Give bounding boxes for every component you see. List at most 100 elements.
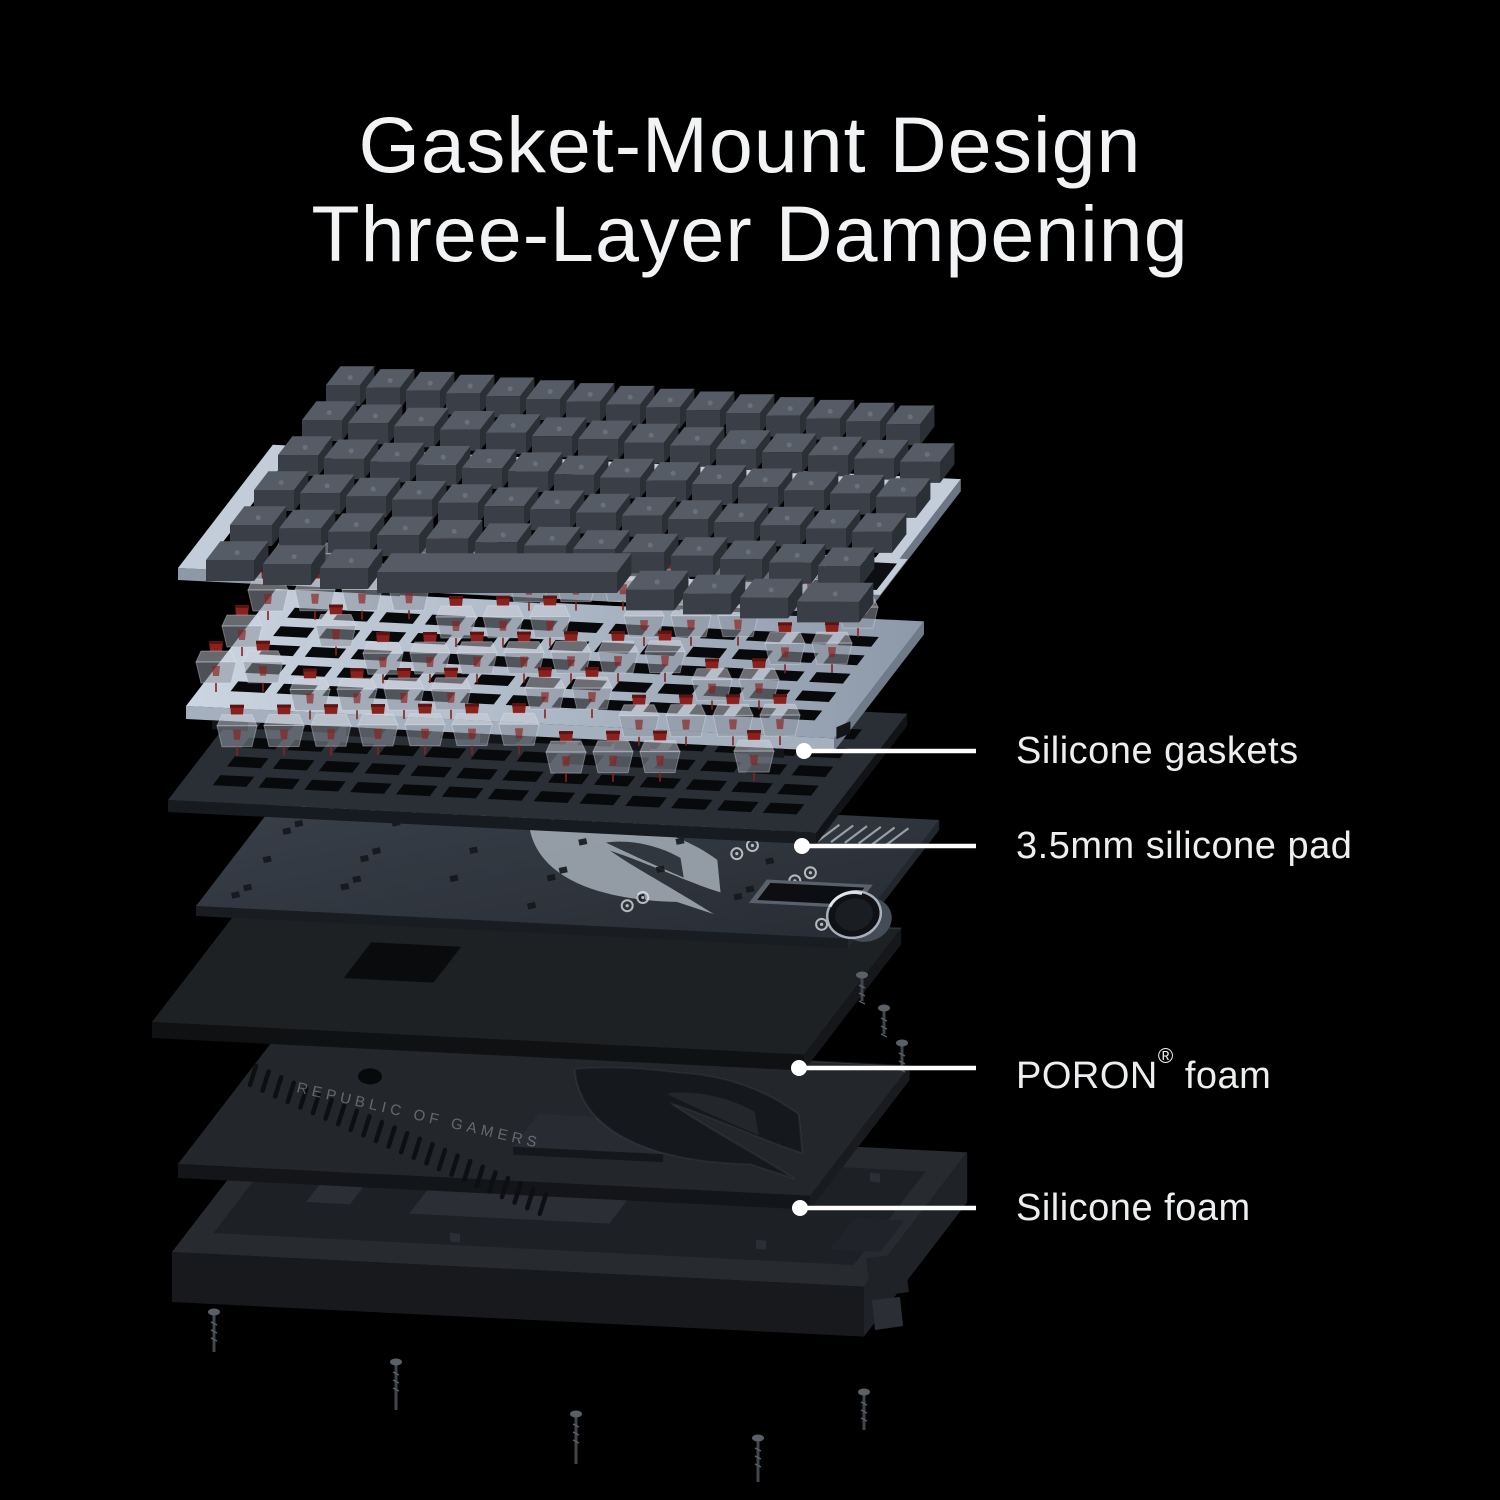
keycap-legend xyxy=(291,554,297,560)
callout-leader-lines xyxy=(791,743,976,1216)
keycap-legend xyxy=(427,380,433,386)
keycap xyxy=(320,549,383,589)
keycap-legend xyxy=(507,386,513,392)
mechanical-switch xyxy=(451,703,493,755)
mechanical-switch xyxy=(435,596,477,648)
keycap-legend xyxy=(808,480,814,486)
mechanical-switch xyxy=(524,667,566,719)
keycap-legend xyxy=(786,442,792,448)
keycap-legend xyxy=(587,391,593,397)
case-screw xyxy=(390,1358,402,1410)
keycap-legend xyxy=(832,591,838,597)
keycap xyxy=(692,465,747,505)
mechanical-switch xyxy=(618,694,660,746)
keycap xyxy=(646,388,695,429)
keycap xyxy=(279,509,336,550)
callout-label-silicone-gaskets: Silicone gaskets xyxy=(1016,730,1299,772)
keycap-legend xyxy=(745,549,751,555)
keycap xyxy=(576,493,631,534)
keycap-legend xyxy=(716,474,722,480)
keycap-legend xyxy=(646,505,652,511)
keycap xyxy=(808,436,863,477)
keycap-legend xyxy=(787,405,793,411)
mechanical-switch xyxy=(195,641,237,692)
keycap xyxy=(377,553,632,593)
keycap-legend xyxy=(924,452,930,458)
mechanical-switch xyxy=(404,703,446,755)
keycap-legend xyxy=(740,439,746,445)
keycap xyxy=(263,545,326,585)
mechanical-switch xyxy=(759,694,801,746)
keycap xyxy=(784,471,839,512)
keycap xyxy=(830,474,885,515)
mechanical-switch xyxy=(263,704,305,756)
keycap xyxy=(254,471,309,511)
keycap xyxy=(852,513,907,553)
poron-cutout xyxy=(343,942,462,983)
keycap-legend xyxy=(348,558,354,564)
mechanical-switch xyxy=(597,631,639,683)
keycap-legend xyxy=(627,394,633,400)
keycap xyxy=(626,570,689,611)
keycap xyxy=(646,462,701,502)
keycap xyxy=(406,371,455,412)
keycap-legend xyxy=(532,461,538,467)
case-screw xyxy=(570,1410,582,1464)
keycap xyxy=(766,397,815,437)
leader-dot-silicone-gaskets xyxy=(796,743,812,759)
keycap-legend xyxy=(326,410,332,416)
keycap-legend xyxy=(464,419,470,425)
mechanical-switch xyxy=(315,604,357,656)
foam-rog-logo xyxy=(573,1066,804,1180)
keycap xyxy=(726,394,775,434)
case-screw xyxy=(752,1434,764,1482)
keycap xyxy=(769,544,826,584)
mechanical-switch xyxy=(362,632,404,684)
keycap xyxy=(446,374,495,415)
keycap-legend xyxy=(830,518,836,524)
keycap xyxy=(530,490,585,531)
mechanical-switch xyxy=(409,632,451,684)
keycap-legend xyxy=(304,518,310,524)
keycap-legend xyxy=(416,489,422,495)
pcb-rotary-knob xyxy=(825,890,892,942)
keycap-legend xyxy=(500,532,506,538)
keycap-legend xyxy=(832,445,838,451)
mechanical-switch xyxy=(503,631,545,683)
keycap-legend xyxy=(602,429,608,435)
layer-keycaps xyxy=(206,366,955,623)
layer-silicone-foam xyxy=(178,1033,910,1217)
keycap xyxy=(328,513,385,553)
mechanical-switch xyxy=(336,668,378,720)
keycap-legend xyxy=(694,435,700,441)
keycap-legend xyxy=(747,403,753,409)
leader-dot-poron-foam xyxy=(791,1060,807,1076)
keycap-legend xyxy=(762,477,768,483)
keycap-legend xyxy=(348,448,354,454)
keycap xyxy=(818,547,875,588)
keycap-legend xyxy=(654,579,660,585)
keycap xyxy=(366,369,415,409)
keycap xyxy=(440,411,495,451)
foam-hole xyxy=(358,1068,382,1085)
silicone-gasket-tab xyxy=(836,721,851,740)
keycap-legend xyxy=(876,522,882,528)
keycap-legend xyxy=(600,502,606,508)
mechanical-switch xyxy=(357,704,399,756)
keycap xyxy=(486,377,535,418)
leader-dot-silicone-foam xyxy=(792,1200,808,1216)
mechanical-switch xyxy=(498,703,540,755)
keycap-legend xyxy=(667,397,673,403)
mechanical-switch xyxy=(639,730,681,782)
mechanical-switch xyxy=(242,640,284,692)
keycap-legend xyxy=(624,467,630,473)
keycap xyxy=(392,481,447,521)
keycap-legend xyxy=(578,464,584,470)
pcb-screw xyxy=(878,1004,890,1038)
keycap-legend xyxy=(508,496,514,502)
keycap xyxy=(668,500,723,540)
keycap-legend xyxy=(234,550,240,556)
foam-hatch-pattern xyxy=(247,1063,549,1217)
keycap-legend xyxy=(867,411,873,417)
